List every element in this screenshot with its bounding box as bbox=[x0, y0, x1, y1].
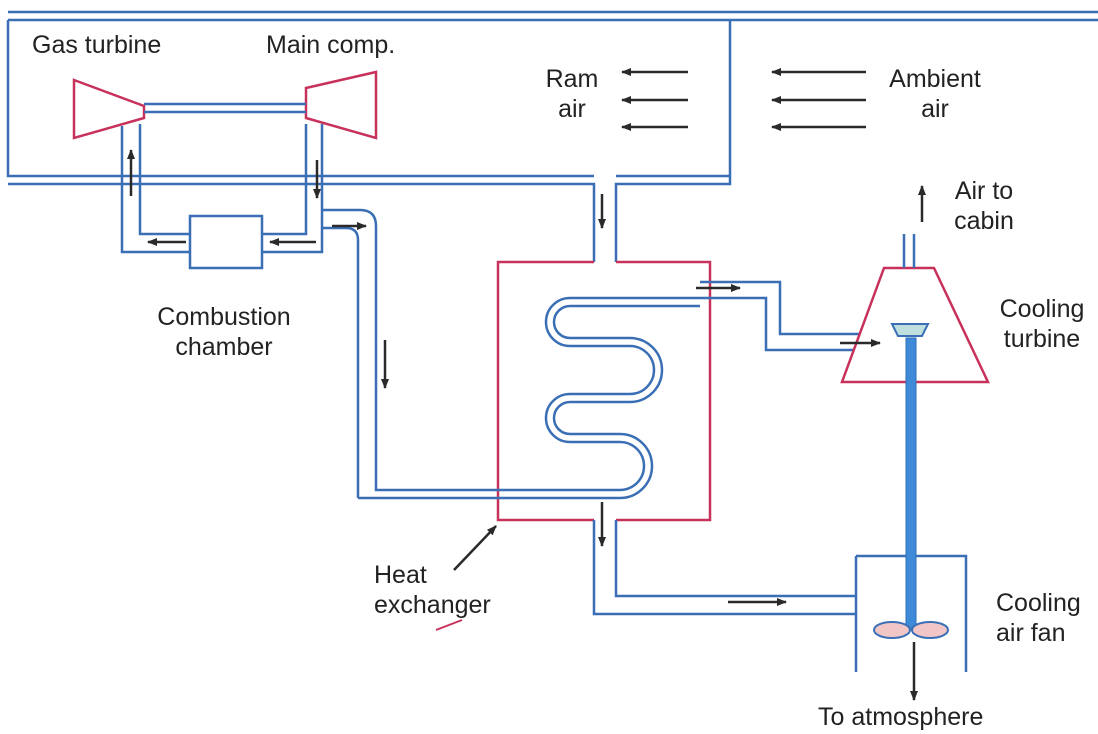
label-air-to-cabin: Air to cabin bbox=[936, 176, 1032, 236]
compressor-shaft bbox=[144, 102, 306, 114]
gas-turbine bbox=[72, 78, 146, 140]
label-air-to-cabin-line2: cabin bbox=[954, 207, 1014, 235]
label-heat-exchanger: Heat exchanger bbox=[374, 560, 491, 620]
label-cooling-fan-line2: air fan bbox=[996, 619, 1066, 647]
main-compressor bbox=[304, 70, 378, 140]
heat-exchanger-coil bbox=[496, 280, 864, 500]
label-cooling-fan-line1: Cooling bbox=[996, 589, 1081, 617]
combustion-chamber bbox=[188, 214, 264, 270]
label-cooling-turbine-line1: Cooling bbox=[999, 295, 1085, 323]
turbine-wheel bbox=[890, 323, 930, 337]
label-ambient-air: Ambient air bbox=[880, 64, 990, 124]
label-main-comp: Main comp. bbox=[266, 31, 396, 59]
label-ram-air-line2: air bbox=[558, 95, 586, 123]
label-ambient-air-line2: air bbox=[921, 95, 949, 123]
label-combustion-line1: Combustion bbox=[157, 303, 291, 331]
ram-air-duct bbox=[6, 10, 1098, 262]
label-ram-air-line1: Ram bbox=[545, 65, 599, 93]
fan-blades bbox=[873, 621, 949, 639]
label-heat-exchanger-line1: Heat bbox=[374, 561, 427, 589]
fan-duct bbox=[592, 520, 968, 672]
flow-arrows bbox=[127, 68, 926, 701]
combustion-pipes bbox=[120, 124, 496, 500]
label-cooling-turbine: Cooling turbine bbox=[990, 294, 1094, 354]
label-ram-air: Ram air bbox=[530, 64, 614, 124]
red-mark bbox=[435, 619, 463, 631]
label-combustion-chamber: Combustion chamber bbox=[134, 302, 314, 362]
label-heat-exchanger-line2: exchanger bbox=[374, 591, 491, 619]
label-combustion-line2: chamber bbox=[175, 333, 273, 361]
label-air-to-cabin-line1: Air to bbox=[954, 177, 1014, 205]
cabin-outlet-pipe bbox=[902, 234, 916, 268]
label-cooling-air-fan: Cooling air fan bbox=[996, 588, 1081, 648]
heat-exchanger bbox=[496, 260, 712, 522]
label-cooling-turbine-line2: turbine bbox=[1003, 325, 1081, 353]
turbine-fan-shaft bbox=[905, 337, 917, 631]
heat-exchanger-pointer bbox=[453, 525, 497, 571]
label-ambient-air-line1: Ambient bbox=[889, 65, 981, 93]
label-gas-turbine: Gas turbine bbox=[32, 31, 162, 59]
label-to-atmosphere: To atmosphere bbox=[818, 703, 984, 731]
